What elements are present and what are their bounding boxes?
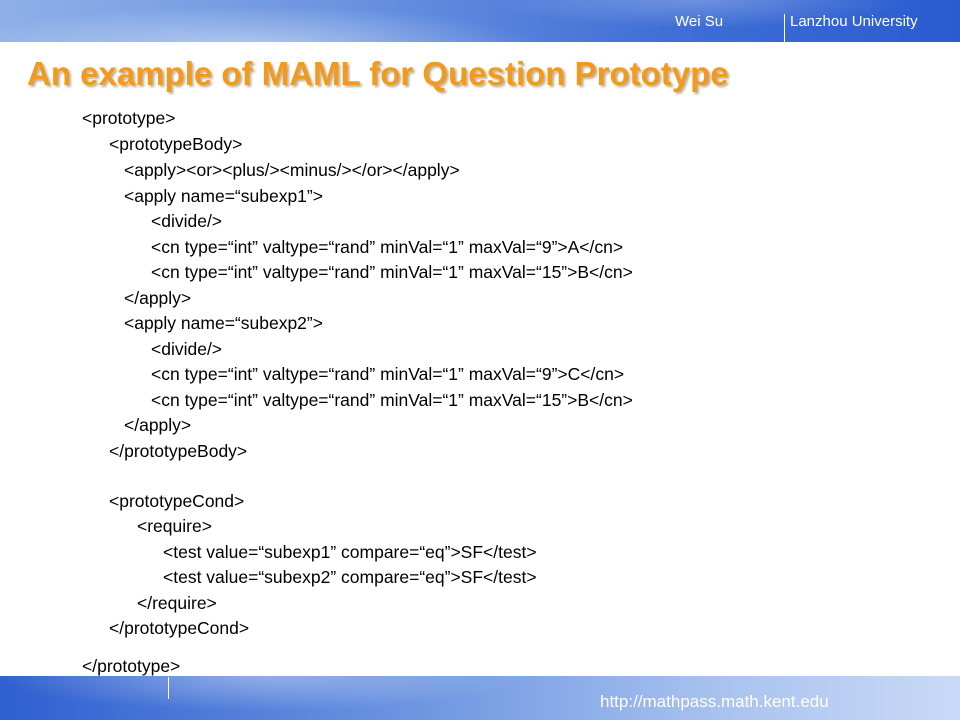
footer-divider — [168, 677, 169, 699]
header-swoosh — [0, 0, 960, 42]
code-line: <apply><or><plus/><minus/></or></apply> — [124, 160, 460, 180]
code-line: <cn type=“int” valtype=“rand” minVal=“1”… — [151, 390, 633, 410]
code-line: </prototype> — [82, 656, 181, 676]
code-line: <prototype> — [82, 108, 176, 128]
code-line: <divide/> — [151, 339, 223, 359]
slide-title: An example of MAML for Question Prototyp… — [27, 55, 729, 92]
code-line: </apply> — [124, 415, 192, 435]
code-line: <apply name=“subexp2”> — [124, 313, 323, 333]
header-divider — [784, 14, 785, 42]
code-line: <cn type=“int” valtype=“rand” minVal=“1”… — [151, 262, 633, 282]
author-name: Wei Su — [675, 13, 724, 30]
code-line: <cn type=“int” valtype=“rand” minVal=“1”… — [151, 237, 624, 257]
code-line: <test value=“subexp2” compare=“eq”>SF</t… — [163, 567, 537, 587]
code-line: <require> — [137, 516, 212, 536]
header-band — [0, 0, 960, 42]
code-line: </prototypeBody> — [109, 441, 248, 461]
code-line: </require> — [137, 593, 217, 613]
code-line: <prototypeBody> — [109, 134, 243, 154]
code-line: <apply name=“subexp1”> — [124, 186, 323, 206]
code-line: <test value=“subexp1” compare=“eq”>SF</t… — [163, 542, 537, 562]
code-line: <prototypeCond> — [109, 491, 245, 511]
organization-name: Lanzhou University — [790, 13, 918, 30]
code-line: <cn type=“int” valtype=“rand” minVal=“1”… — [151, 364, 625, 384]
footer-swoosh — [0, 676, 960, 720]
code-line: </apply> — [124, 288, 192, 308]
footer-url[interactable]: http://mathpass.math.kent.edu — [600, 692, 829, 711]
footer-band — [0, 676, 960, 720]
code-line: <divide/> — [151, 211, 223, 231]
code-line: </prototypeCond> — [109, 618, 250, 638]
